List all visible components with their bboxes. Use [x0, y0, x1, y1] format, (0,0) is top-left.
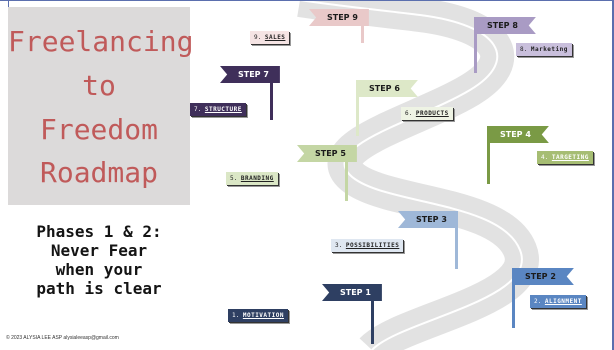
step8-title: Marketing	[530, 46, 568, 53]
step7-label: 7. STRUCTURE	[190, 103, 246, 116]
step7-title: STRUCTURE	[204, 106, 242, 113]
step6-flag: STEP 6	[358, 80, 418, 97]
step8-pole	[474, 17, 477, 73]
step3-flag: STEP 3	[398, 211, 458, 228]
step5-pole	[345, 145, 348, 201]
step7-pole	[270, 66, 273, 120]
step2-pole	[512, 268, 515, 328]
title-line-2: to	[82, 69, 116, 102]
step3-label: 3. POSSIBILITIES	[331, 239, 404, 252]
title-line-1: Freelancing	[8, 25, 194, 58]
step9-label: 9. SALES	[250, 31, 290, 44]
step8-label: 8. Marketing	[516, 43, 572, 56]
step2-label: 2. ALIGNMENT	[530, 295, 586, 308]
step4-label: 4. TARGETING	[537, 151, 593, 164]
step7-number: 7.	[194, 106, 202, 113]
step9-title: SALES	[264, 34, 286, 41]
title-box: Freelancing to Freedom Roadmap	[8, 7, 194, 205]
step5-number: 5.	[230, 175, 238, 182]
subtitle-line-1: Phases 1 & 2:	[36, 222, 162, 241]
step6-label: 6. PRODUCTS	[401, 107, 453, 120]
step3-title: POSSIBILITIES	[345, 242, 400, 249]
step8-number: 8.	[520, 46, 528, 53]
step6-title: PRODUCTS	[415, 110, 449, 117]
step6-pole	[356, 80, 359, 136]
step8-flag: STEP 8	[476, 17, 536, 34]
step3-number: 3.	[335, 242, 343, 249]
step4-flag: STEP 4	[489, 126, 549, 143]
step4-title: TARGETING	[551, 154, 589, 161]
subtitle-line-3: when your	[55, 260, 143, 279]
subtitle-line-2: Never Fear	[50, 241, 148, 260]
step1-pole	[371, 284, 374, 344]
step6-number: 6.	[405, 110, 413, 117]
step5-label: 5. BRANDING	[226, 172, 278, 185]
title-line-3: Freedom	[39, 113, 158, 146]
step4-pole	[487, 126, 490, 184]
step9-flag: STEP 9	[309, 9, 369, 26]
step9-number: 9.	[254, 34, 262, 41]
top-border	[0, 0, 614, 1]
right-border	[612, 0, 614, 350]
title-line-4: Roadmap	[39, 156, 158, 189]
step3-pole	[455, 211, 458, 269]
step4-number: 4.	[541, 154, 549, 161]
step2-number: 2.	[534, 298, 542, 305]
copyright-text: © 2023 ALYSIA LEE ASP alysialeeasp@gmail…	[6, 335, 119, 341]
step1-label: 1. MOTIVATION	[228, 309, 288, 322]
step9-pole	[361, 9, 364, 43]
subtitle-line-4: path is clear	[36, 279, 162, 298]
step5-title: BRANDING	[240, 175, 274, 182]
step5-flag: STEP 5	[297, 145, 357, 162]
step1-flag: STEP 1	[322, 284, 382, 301]
step7-flag: STEP 7	[220, 66, 280, 83]
step2-title: ALIGNMENT	[544, 298, 582, 305]
step1-title: MOTIVATION	[242, 312, 284, 319]
step2-flag: STEP 2	[514, 268, 574, 285]
step1-number: 1.	[232, 312, 240, 319]
